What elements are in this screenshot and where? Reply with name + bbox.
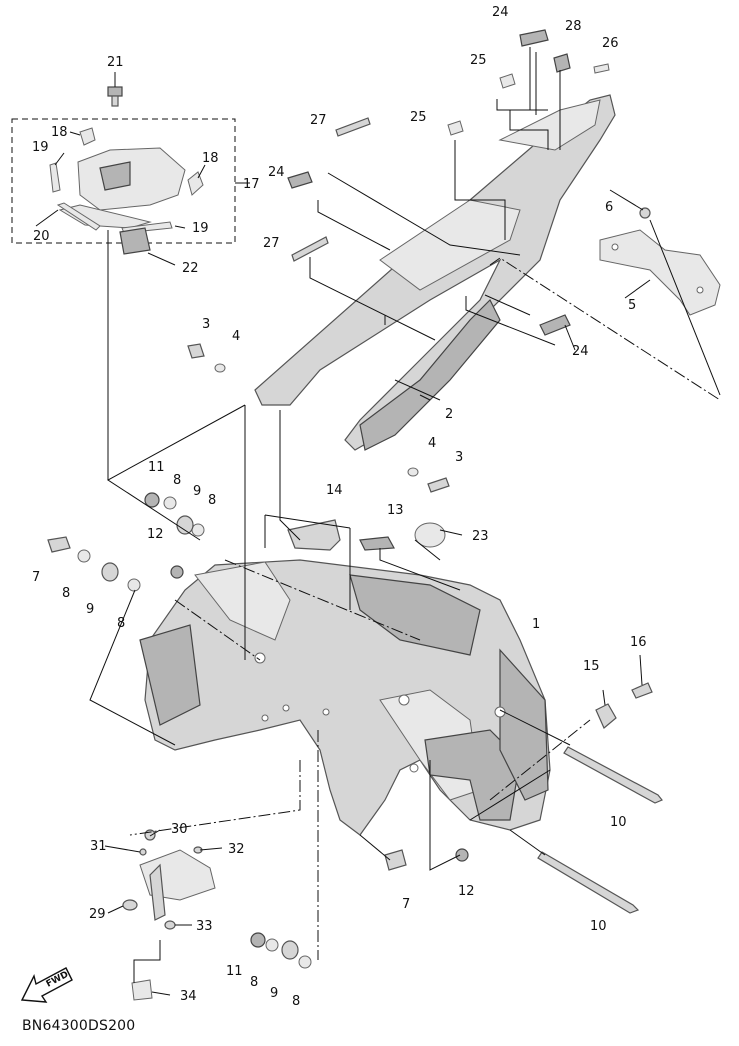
callout-8e: 8 (250, 975, 258, 990)
bracket-part-5 (599, 229, 721, 316)
rear-subframe (254, 94, 616, 451)
callout-labels: 1 2 3 3 4 4 5 6 7 7 8 8 8 8 8 8 9 9 9 10… (32, 5, 647, 1009)
callout-28: 28 (565, 19, 582, 34)
callout-26: 26 (602, 36, 619, 51)
cover-part-17 (58, 147, 186, 229)
callout-7b: 7 (402, 897, 410, 912)
callout-14: 14 (326, 483, 343, 498)
callout-1: 1 (532, 617, 540, 632)
callout-5: 5 (628, 298, 636, 313)
callout-4a: 4 (232, 329, 240, 344)
callout-27a: 27 (310, 113, 327, 128)
callout-24b: 24 (268, 165, 285, 180)
callout-11a: 11 (148, 460, 165, 475)
callout-19b: 19 (192, 221, 209, 236)
callout-8f: 8 (292, 994, 300, 1009)
callout-8c: 8 (62, 586, 70, 601)
clip-part-18b (187, 171, 204, 196)
callout-16: 16 (630, 635, 647, 650)
callout-20: 20 (33, 229, 50, 244)
callout-34: 34 (180, 989, 197, 1004)
callout-8d: 8 (117, 616, 125, 631)
callout-22: 22 (182, 261, 199, 276)
strip-part-20 (56, 202, 101, 231)
callout-9b: 9 (86, 602, 94, 617)
callout-18b: 18 (202, 151, 219, 166)
callout-19a: 19 (32, 140, 49, 155)
callout-12b: 12 (458, 884, 475, 899)
callout-4b: 4 (428, 436, 436, 451)
callout-9c: 9 (270, 986, 278, 1001)
clip-part-18a (79, 127, 96, 146)
callout-2: 2 (445, 407, 453, 422)
damper-part-22 (119, 227, 151, 255)
callout-30: 30 (171, 822, 188, 837)
main-frame (139, 559, 551, 836)
callout-8b: 8 (208, 493, 216, 508)
callout-11b: 11 (226, 964, 243, 979)
bolt-part-21 (107, 86, 123, 107)
leader-lines (35, 47, 721, 996)
callout-27b: 27 (263, 236, 280, 251)
callout-18a: 18 (51, 125, 68, 140)
callout-3b: 3 (455, 450, 463, 465)
callout-24a: 24 (492, 5, 509, 20)
callout-25a: 25 (470, 53, 487, 68)
callout-23: 23 (472, 529, 489, 544)
callout-24c: 24 (572, 344, 589, 359)
strip-part-19a (49, 162, 61, 193)
callout-8a: 8 (173, 473, 181, 488)
callout-17: 17 (243, 177, 260, 192)
callout-25b: 25 (410, 110, 427, 125)
fwd-arrow-icon: FWD (20, 967, 73, 1003)
subassembly-box-17 (11, 118, 236, 244)
callout-33: 33 (196, 919, 213, 934)
callout-32: 32 (228, 842, 245, 857)
diagram-code: BN64300DS200 (22, 1018, 136, 1034)
callout-21: 21 (107, 55, 124, 70)
callout-13: 13 (387, 503, 404, 518)
callout-10b: 10 (590, 919, 607, 934)
callout-6: 6 (605, 200, 613, 215)
callout-31: 31 (90, 839, 107, 854)
callout-7a: 7 (32, 570, 40, 585)
callout-10a: 10 (610, 815, 627, 830)
callout-29: 29 (89, 907, 106, 922)
callout-15: 15 (583, 659, 600, 674)
callout-3a: 3 (202, 317, 210, 332)
callout-12a: 12 (147, 527, 164, 542)
callout-9a: 9 (193, 484, 201, 499)
